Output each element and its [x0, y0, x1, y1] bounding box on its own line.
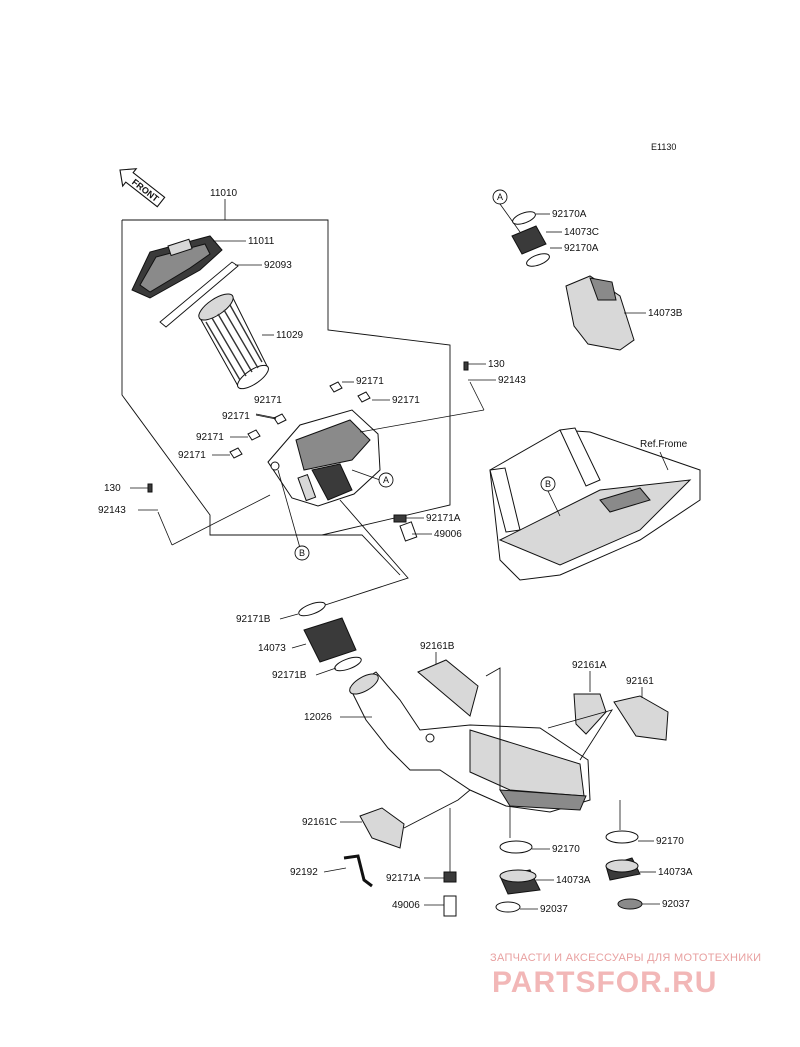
label-92143-left: 92143	[98, 505, 126, 516]
label-92171-4: 92171	[222, 411, 250, 422]
ref-b-housing-label: B	[299, 548, 305, 558]
label-92170a-bot: 92170A	[564, 243, 599, 254]
label-92171-5: 92171	[196, 432, 224, 443]
cap-49006-bot	[443, 895, 457, 917]
label-92161b: 92161B	[420, 641, 455, 652]
clips-92171	[229, 381, 371, 459]
pad-92161b	[417, 659, 479, 717]
label-11010: 11010	[210, 188, 238, 199]
label-92093: 92093	[264, 260, 292, 271]
label-11029: 11029	[276, 330, 304, 341]
label-92170-mid: 92170	[552, 844, 580, 855]
clamp-group-right	[605, 830, 643, 910]
label-11011: 11011	[248, 236, 275, 247]
label-92143-right: 92143	[498, 375, 526, 386]
clamp-14073c-group	[511, 211, 550, 267]
label-14073b: 14073B	[648, 308, 683, 319]
label-92170-right: 92170	[656, 836, 684, 847]
label-92171a-top: 92171A	[426, 513, 461, 524]
cap-49006-top	[399, 521, 418, 542]
label-14073a-right: 14073A	[658, 867, 693, 878]
label-92161: 92161	[626, 676, 654, 687]
diagram-code: E1130	[651, 142, 676, 152]
gasket-92093	[159, 261, 239, 328]
label-92171-2: 92171	[392, 395, 420, 406]
label-130-left: 130	[104, 483, 121, 494]
pad-92161c	[359, 807, 405, 849]
duct-connector-frame	[315, 499, 409, 609]
air-filter-element	[198, 293, 269, 390]
front-arrow-icon: FRONT	[119, 168, 166, 208]
clamp-group-mid	[495, 840, 541, 913]
pad-92161	[613, 695, 669, 741]
air-cleaner-cover	[131, 235, 223, 299]
label-92170a-top: 92170A	[552, 209, 587, 220]
label-92171-1: 92171	[356, 376, 384, 387]
bolt-130-right	[463, 361, 469, 371]
ref-a-top-label: A	[497, 192, 503, 202]
label-ref-frame: Ref.Frome	[640, 439, 688, 450]
ref-a-housing	[378, 472, 394, 488]
bolt-130-left	[147, 483, 153, 493]
ref-b-housing	[294, 545, 310, 561]
label-49006-top: 49006	[434, 529, 462, 540]
label-92161c: 92161C	[302, 817, 337, 828]
label-92171b-bot: 92171B	[272, 670, 307, 681]
label-12026: 12026	[304, 712, 332, 723]
ref-b-frame-label: B	[545, 479, 551, 489]
label-92037-right: 92037	[662, 899, 690, 910]
label-14073c: 14073C	[564, 227, 599, 238]
cover-14073b	[565, 275, 635, 351]
hose-92192	[343, 854, 373, 888]
clip-92171a-top	[393, 514, 407, 523]
label-92037-mid: 92037	[540, 904, 568, 915]
label-92161a: 92161A	[572, 660, 607, 671]
intake-duct-12026	[349, 671, 591, 813]
ref-a-housing-label: A	[383, 475, 389, 485]
clip-92171a-bot	[443, 871, 457, 883]
assembly-frame-11010	[121, 219, 451, 536]
label-92171b-top: 92171B	[236, 614, 271, 625]
watermark-logo: PARTSFOR.RU	[492, 966, 718, 999]
label-92171-6: 92171	[178, 450, 206, 461]
label-92171-3: 92171	[254, 395, 282, 406]
label-49006-bot: 49006	[392, 900, 420, 911]
label-92192: 92192	[290, 867, 318, 878]
label-92171a-bot: 92171A	[386, 873, 421, 884]
label-130-right: 130	[488, 359, 505, 370]
intake-boot-14073	[298, 601, 362, 672]
watermark-caption: ЗАПЧАСТИ И АКСЕССУАРЫ ДЛЯ МОТОТЕХНИКИ	[490, 952, 762, 964]
frame-reference	[489, 427, 701, 581]
label-14073: 14073	[258, 643, 286, 654]
label-14073a-mid: 14073A	[556, 875, 591, 886]
air-box-housing	[267, 409, 381, 507]
pad-92161a	[573, 693, 607, 735]
